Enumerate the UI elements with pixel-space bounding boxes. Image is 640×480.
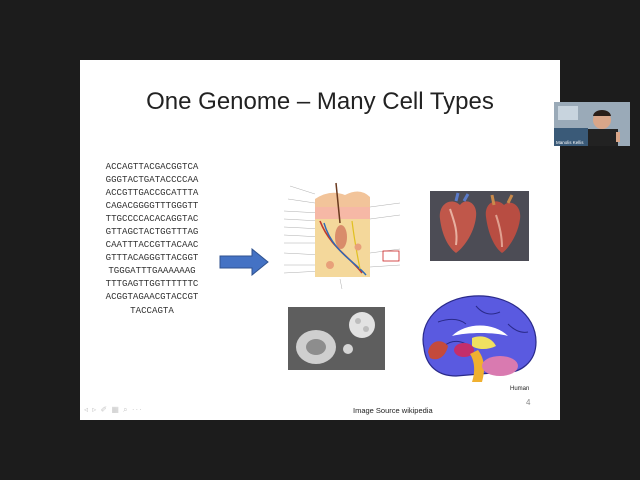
dna-line: GTTTACAGGGTTACGGT bbox=[105, 252, 199, 264]
right-arrow-icon bbox=[219, 248, 269, 276]
slide-title: One Genome – Many Cell Types bbox=[146, 88, 494, 115]
dna-line: TTTGAGTTGGTTTTTTC bbox=[105, 278, 199, 290]
dna-line: CAGACGGGGTTTGGGTT bbox=[105, 200, 199, 212]
dna-line: TTGCCCCACACAGGTAC bbox=[105, 213, 199, 225]
heart-illustration-icon bbox=[439, 192, 521, 253]
dna-line: ACCGTTGACCGCATTTA bbox=[105, 187, 199, 199]
brain-sagittal-image: Human bbox=[422, 295, 537, 392]
image-source-caption: Image Source wikipedia bbox=[353, 406, 433, 415]
blood-cells-micrograph-icon bbox=[288, 307, 385, 370]
skin-cross-section-image bbox=[283, 182, 401, 290]
webcam-participant-name: Manolis Kellis bbox=[556, 140, 584, 145]
page-number: 4 bbox=[526, 398, 531, 407]
dna-line: ACCAGTTACGACGGTCA bbox=[105, 161, 199, 172]
dna-line: GGGTACTGATACCCCAA bbox=[105, 174, 199, 186]
slide-navigation-controls[interactable]: ◃ ▹ ✐ ▦ ⌕ ··· bbox=[84, 405, 143, 414]
dna-line: TACCAGTA bbox=[130, 304, 174, 316]
webcam-video-tile[interactable]: Manolis Kellis bbox=[554, 102, 630, 146]
dna-line: GTTAGCTACTGGTTTAG bbox=[105, 226, 199, 238]
brain-caption: Human bbox=[510, 386, 529, 392]
dna-line: ACGGTAGAACGTACCGT bbox=[105, 291, 199, 303]
presenter-video-icon bbox=[554, 102, 630, 146]
dna-line: CAATTTACCGTTACAAC bbox=[105, 239, 199, 251]
dna-sequence: ACCAGTTACGACGGTCA GGGTACTGATACCCCAA ACCG… bbox=[96, 160, 208, 317]
dna-line: TGGGATTTGAAAAAAG bbox=[108, 265, 196, 277]
blood-cells-image bbox=[288, 307, 385, 370]
presentation-slide: One Genome – Many Cell Types ACCAGTTACGA… bbox=[80, 60, 560, 420]
heart-image bbox=[430, 191, 529, 261]
